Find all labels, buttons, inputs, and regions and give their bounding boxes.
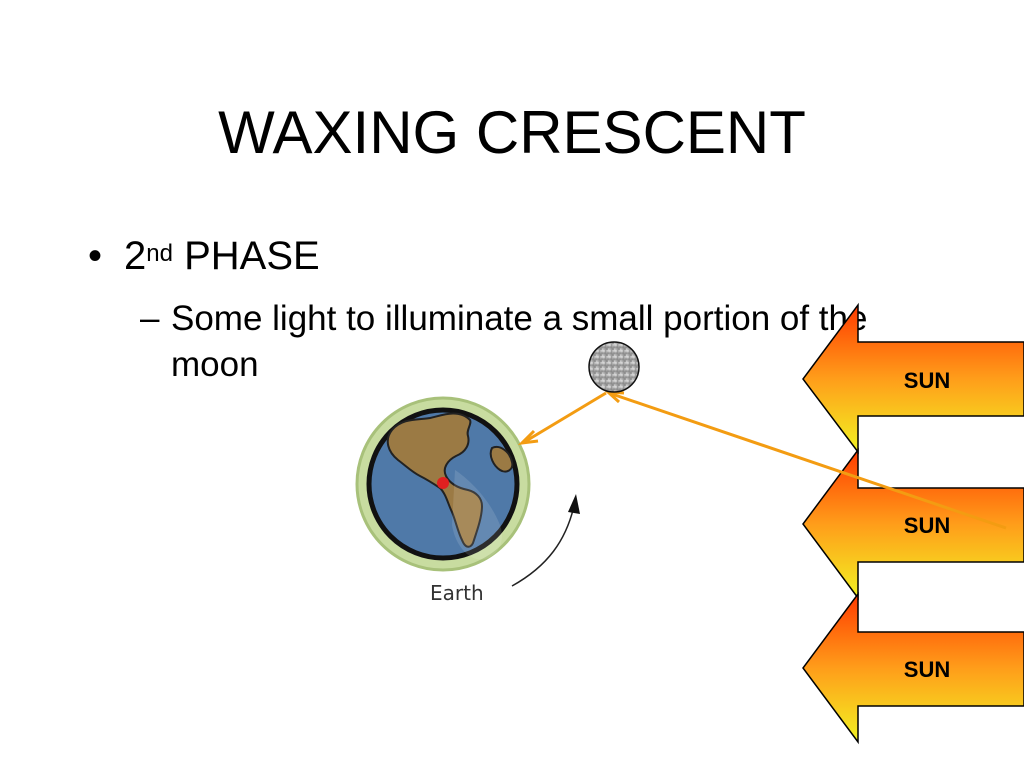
moon (588, 341, 640, 393)
orbit-arrow (511, 494, 580, 587)
sun-arrow-bottom: SUN (802, 591, 1024, 745)
bullet-marker: • (88, 234, 103, 278)
sun-arrow-middle: SUN (802, 447, 1024, 601)
sunlight-ray-to-moon (611, 392, 1007, 530)
slide-title: WAXING CRESCENT (218, 99, 806, 166)
phase-ordinal-suffix: nd (146, 240, 173, 267)
earth-globe (355, 396, 531, 572)
sun-label-middle: SUN (904, 513, 950, 538)
observer-dot (437, 477, 449, 489)
sub-bullet-marker: – (140, 299, 160, 338)
phase-word: PHASE (184, 234, 320, 278)
earth-label: Earth (430, 581, 484, 605)
sun-label-bottom: SUN (904, 657, 950, 682)
phase-number: 2 (124, 234, 147, 278)
bullet-text: 2nd PHASE (124, 232, 320, 280)
reflected-ray-to-earth (525, 391, 607, 443)
sub-bullet-text: Some light to illuminate a small portion… (171, 299, 868, 384)
sun-label-top: SUN (904, 368, 950, 393)
sun-arrow-top: SUN (802, 302, 1024, 455)
